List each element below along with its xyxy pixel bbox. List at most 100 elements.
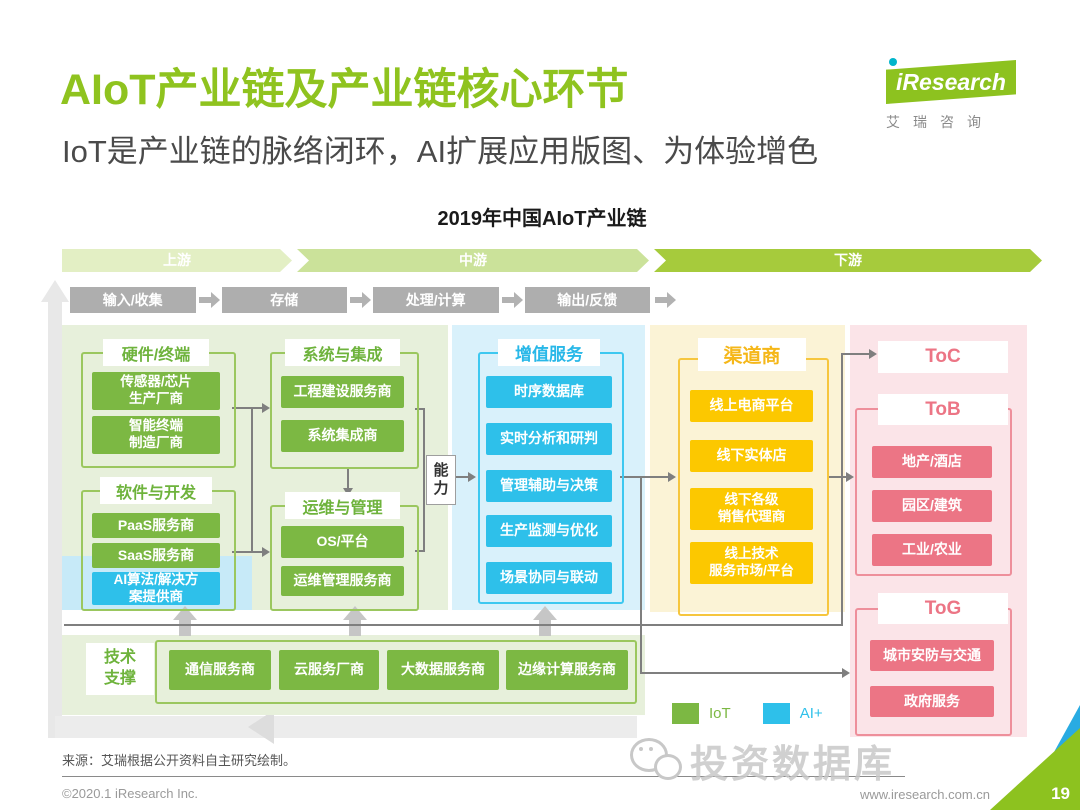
page-subtitle: IoT是产业链的脉络闭环，AI扩展应用版图、为体验增色 bbox=[62, 134, 819, 169]
tog-item-government: 政府服务 bbox=[870, 686, 994, 717]
legend: IoT AI+ bbox=[672, 703, 823, 724]
tech-item-edge: 边缘计算服务商 bbox=[506, 650, 628, 690]
group-tob-title: ToB bbox=[878, 394, 1008, 425]
watermark-text: 投资数据库 bbox=[690, 744, 896, 786]
ops-item-maintenance: 运维管理服务商 bbox=[281, 566, 404, 596]
diagram-title: 2019年中国AIoT产业链 bbox=[437, 208, 647, 230]
connector-branch-down bbox=[640, 476, 642, 674]
connector-to-tog bbox=[640, 672, 842, 674]
up-arrow-stem bbox=[349, 619, 361, 636]
loop-bottom-band bbox=[55, 716, 637, 738]
stage-midstream: 中游 bbox=[297, 249, 649, 272]
loop-left-arrow-icon bbox=[248, 710, 274, 744]
software-item-saas: SaaS服务商 bbox=[92, 543, 220, 568]
arrowhead-right-icon bbox=[468, 472, 476, 482]
software-item-paas: PaaS服务商 bbox=[92, 513, 220, 538]
right-arrow-icon bbox=[347, 287, 373, 313]
up-arrow-icon bbox=[533, 606, 557, 620]
footer-copyright: ©2020.1 iResearch Inc. bbox=[62, 786, 199, 801]
bracket-vertical bbox=[423, 408, 425, 552]
wechat-icon bbox=[630, 736, 686, 786]
channel-item-tech-market: 线上技术 服务市场/平台 bbox=[690, 542, 813, 584]
logo-text: iResearch bbox=[896, 68, 1006, 95]
group-value-added-title: 增值服务 bbox=[498, 339, 600, 366]
value-added-item-scene: 场景协同与联动 bbox=[486, 562, 612, 594]
tech-item-telecom: 通信服务商 bbox=[169, 650, 271, 690]
up-arrow-stem bbox=[539, 619, 551, 636]
group-software-title: 软件与开发 bbox=[100, 477, 212, 504]
tob-item-park: 园区/建筑 bbox=[872, 490, 992, 522]
connector-to-toc bbox=[841, 353, 869, 355]
right-arrow-icon bbox=[652, 287, 678, 313]
group-tech-title: 技术 支撑 bbox=[86, 643, 154, 695]
legend-ai-label: AI+ bbox=[799, 705, 823, 722]
footer-rule bbox=[62, 776, 905, 777]
bracket-bottom-stub bbox=[415, 550, 425, 552]
tech-item-bigdata: 大数据服务商 bbox=[387, 650, 499, 690]
corner-green-triangle bbox=[990, 728, 1080, 810]
tob-item-industry: 工业/农业 bbox=[872, 534, 992, 566]
arrowhead-right-icon bbox=[842, 668, 850, 678]
connector-capability-to-value bbox=[454, 476, 468, 478]
process-step-output: 输出/反馈 bbox=[524, 287, 650, 313]
group-channel-title: 渠道商 bbox=[698, 338, 806, 371]
group-toc-title: ToC bbox=[878, 341, 1008, 373]
channel-item-offline-store: 线下实体店 bbox=[690, 440, 813, 472]
logo-i-dot-icon bbox=[889, 58, 897, 66]
channel-item-agents: 线下各级 销售代理商 bbox=[690, 488, 813, 530]
channel-item-ecommerce: 线上电商平台 bbox=[690, 390, 813, 422]
value-added-item-analysis: 实时分析和研判 bbox=[486, 423, 612, 455]
right-arrow-icon bbox=[196, 287, 222, 313]
system-item-integrator: 系统集成商 bbox=[281, 420, 404, 452]
process-step-storage: 存储 bbox=[221, 287, 347, 313]
ops-item-os-platform: OS/平台 bbox=[281, 526, 404, 558]
connector-value-to-channel bbox=[620, 476, 668, 478]
process-step-compute: 处理/计算 bbox=[373, 287, 499, 313]
group-tog-title: ToG bbox=[878, 593, 1008, 624]
right-arrow-icon bbox=[499, 287, 525, 313]
page-title: AIoT产业链及产业链核心环节 bbox=[60, 66, 629, 114]
group-ops-title: 运维与管理 bbox=[285, 492, 400, 519]
value-added-item-monitoring: 生产监测与优化 bbox=[486, 515, 612, 547]
arrowhead-right-icon bbox=[262, 547, 270, 557]
bracket-top-stub bbox=[415, 408, 425, 410]
connector-system-to-ops bbox=[347, 467, 349, 488]
connector-right-vertical bbox=[841, 354, 843, 626]
arrowhead-right-icon bbox=[668, 472, 676, 482]
page-number: 19 bbox=[1051, 784, 1070, 803]
connector-feedback-horizontal bbox=[64, 624, 841, 626]
tech-item-cloud: 云服务厂商 bbox=[279, 650, 379, 690]
source-note: 来源：艾瑞根据公开资料自主研究绘制。 bbox=[62, 753, 297, 768]
footer-website: www.iresearch.com.cn bbox=[859, 787, 990, 802]
logo-caption: 艾瑞咨询 bbox=[886, 114, 994, 130]
value-added-item-tsdb: 时序数据库 bbox=[486, 376, 612, 408]
value-added-item-decision: 管理辅助与决策 bbox=[486, 470, 612, 502]
stage-downstream: 下游 bbox=[654, 249, 1042, 272]
tob-item-realestate: 地产/酒店 bbox=[872, 446, 992, 478]
hardware-item-sensor: 传感器/芯片 生产厂商 bbox=[92, 372, 220, 410]
connector-software-to-ops bbox=[232, 551, 262, 553]
stage-upstream: 上游 bbox=[62, 249, 292, 272]
iresearch-logo: iResearch bbox=[886, 60, 1016, 104]
tog-item-security-traffic: 城市安防与交通 bbox=[870, 640, 994, 671]
legend-iot-label: IoT bbox=[709, 705, 731, 722]
connector-channel-to-tob bbox=[827, 476, 846, 478]
watermark: 投资数据库 bbox=[630, 733, 895, 788]
arrowhead-right-icon bbox=[869, 349, 877, 359]
arrowhead-right-icon bbox=[846, 472, 854, 482]
software-item-ai-algorithm: AI算法/解决方 案提供商 bbox=[92, 572, 220, 605]
process-row: 输入/收集 存储 处理/计算 输出/反馈 bbox=[70, 287, 650, 313]
hardware-item-terminal: 智能终端 制造厂商 bbox=[92, 416, 220, 454]
group-system-title: 系统与集成 bbox=[285, 339, 400, 366]
legend-ai-swatch bbox=[762, 703, 790, 724]
up-arrow-stem bbox=[179, 619, 191, 636]
group-hardware-title: 硬件/终端 bbox=[103, 339, 209, 366]
group-tech-border bbox=[155, 640, 637, 704]
loop-left-band bbox=[48, 300, 62, 738]
system-item-engineering: 工程建设服务商 bbox=[281, 376, 404, 408]
connector-junction-vertical bbox=[251, 407, 253, 553]
legend-iot-swatch bbox=[672, 703, 699, 724]
connector-hardware-to-system bbox=[232, 407, 262, 409]
process-step-input: 输入/收集 bbox=[70, 287, 196, 313]
